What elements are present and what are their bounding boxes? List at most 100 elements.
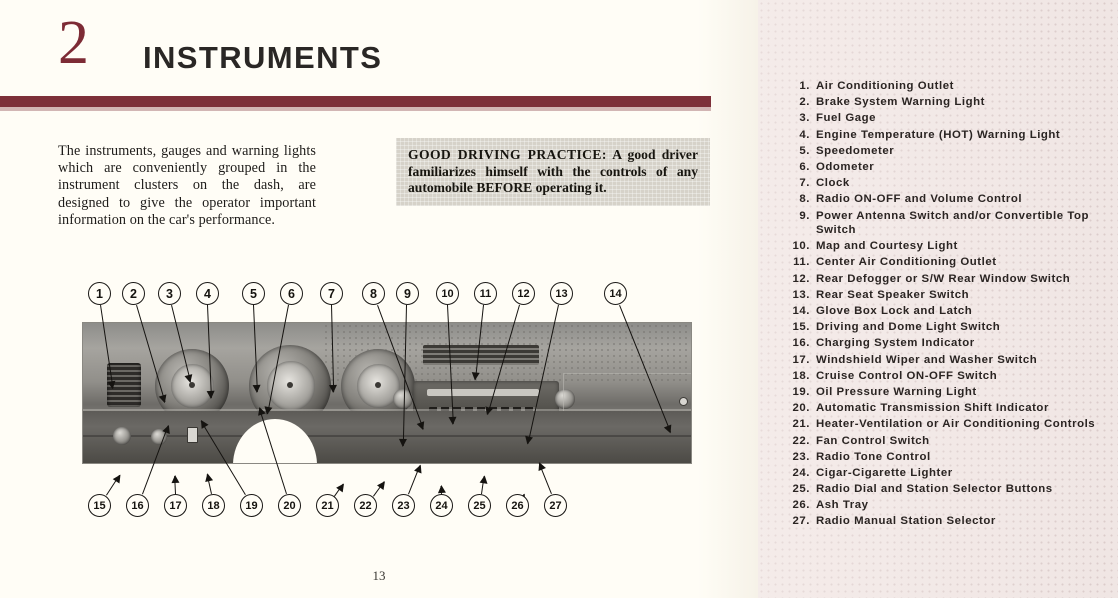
legend-list: 1. Air Conditioning Outlet 2. Brake System …	[788, 79, 1110, 531]
legend-item: 4.Engine Temperature (HOT) Warning Light	[788, 128, 1110, 143]
callout-marker-11: 11	[474, 282, 497, 305]
page-title: INSTRUMENTS	[143, 40, 383, 75]
callout-leader-line	[174, 475, 177, 494]
legend-item-label: Air Conditioning Outlet	[816, 80, 954, 92]
dash-pad-shadow	[83, 435, 691, 437]
paper-texture-overlay	[758, 0, 1118, 598]
legend-item: 19. Oil Pressure Warning Light	[788, 385, 1110, 400]
legend-item: 25. Radio Dial and Station Selector Butto…	[788, 482, 1110, 497]
legend-item-index: 15.	[792, 321, 810, 334]
callout-leader-line	[618, 304, 672, 433]
lower-dash-pad	[83, 411, 691, 463]
legend-item: 23.Radio Tone Control	[788, 450, 1110, 465]
legend-item-index: 6.	[799, 160, 810, 173]
legend-item-label: Speedometer	[816, 144, 895, 157]
callout-marker-16: 16	[126, 494, 149, 517]
legend-item: 12.Rear Defogger or S/W Rear Window Swit…	[788, 272, 1110, 287]
callout-marker-10: 10	[436, 282, 459, 305]
legend-item-index: 18.	[792, 369, 810, 382]
dash-pad-highlight	[83, 409, 691, 411]
callout-leader-line	[446, 305, 454, 425]
callout-marker-7: 7	[320, 282, 343, 305]
callout-leader-line	[440, 485, 443, 494]
legend-item-index: 27.	[792, 515, 810, 528]
center-air-conditioning-outlet	[423, 345, 539, 365]
callout-leader-line	[372, 481, 384, 497]
legend-item-label: Odometer	[816, 160, 875, 173]
legend-item-label: Map and Courtesy Light	[816, 240, 958, 253]
driving-and-dome-light-switch	[113, 427, 131, 445]
legend-item-index: 2.	[799, 96, 810, 109]
legend-item-label: Radio Manual Station Selector	[816, 515, 996, 528]
header-rule-divider	[0, 96, 711, 111]
legend-item: 14.Glove Box Lock and Latch	[788, 304, 1110, 319]
practice-box-lead: GOOD DRIVING PRACTICE:	[408, 147, 607, 162]
callout-marker-4: 4	[196, 282, 219, 305]
legend-item: 1. Air Conditioning Outlet	[788, 79, 1110, 94]
page-number: 13	[372, 568, 386, 583]
legend-item-index: 25.	[792, 483, 810, 496]
glove-box-lock-and-latch	[679, 397, 688, 406]
legend-item-index: 22.	[792, 434, 810, 447]
callout-marker-2: 2	[122, 282, 145, 305]
callout-leader-line	[99, 305, 114, 389]
legend-item-label: Brake System Warning Light	[816, 96, 985, 109]
legend-item: 5.Speedometer	[788, 144, 1110, 159]
legend-item-label: Ash Tray	[816, 499, 869, 512]
legend-item-index: 11.	[793, 256, 810, 269]
callout-leader-line	[330, 305, 334, 393]
legend-item-index: 20.	[792, 402, 810, 415]
legend-item-index: 13.	[792, 288, 810, 301]
callout-leader-line	[135, 305, 166, 403]
dashboard-photo	[82, 322, 692, 464]
callout-leader-line	[106, 475, 121, 497]
callout-marker-26: 26	[506, 494, 529, 517]
legend-item-label: Radio Tone Control	[816, 450, 931, 463]
callout-marker-8: 8	[362, 282, 385, 305]
rear-seat-speaker-knob	[555, 389, 575, 409]
legend-item-index: 14.	[792, 305, 810, 318]
legend-item-label: Engine Temperature (HOT) Warning Light	[816, 128, 1061, 141]
legend-item: 8.Radio ON-OFF and Volume Control	[788, 192, 1110, 207]
callout-marker-22: 22	[354, 494, 377, 517]
legend-item-label: Power Antenna Switch and/or Convertible …	[816, 209, 1089, 237]
left-page: 2 INSTRUMENTS The instruments, gauges an…	[0, 0, 758, 598]
clock-hub	[375, 382, 382, 389]
legend-item: 3.Fuel Gage	[788, 111, 1110, 126]
callout-marker-24: 24	[430, 494, 453, 517]
legend-item: 2. Brake System Warning Light	[788, 95, 1110, 110]
callout-leader-line	[376, 304, 424, 429]
callout-marker-9: 9	[396, 282, 419, 305]
legend-item: 6. Odometer	[788, 160, 1110, 175]
callout-marker-13: 13	[550, 282, 573, 305]
legend-item: 7.Clock	[788, 176, 1110, 191]
legend-item: 18. Cruise Control ON-OFF Switch	[788, 369, 1110, 384]
legend-item-label: Radio Dial and Station Selector Buttons	[816, 483, 1053, 496]
callout-leader-line	[206, 473, 213, 494]
callout-leader-line	[402, 305, 408, 446]
callout-leader-line	[206, 305, 212, 399]
legend-item-index: 1.	[799, 80, 810, 92]
callout-leader-line	[527, 304, 559, 445]
legend-item-label: Rear Defogger or S/W Rear Window Switch	[816, 272, 1071, 285]
legend-item-label: Cruise Control ON-OFF Switch	[816, 369, 998, 382]
callout-leader-line	[267, 305, 290, 415]
callout-leader-line	[171, 305, 192, 383]
callout-marker-1: 1	[88, 282, 111, 305]
legend-item-index: 19.	[792, 385, 810, 398]
legend-item: 10.Map and Courtesy Light	[788, 239, 1110, 254]
practice-box-text: A good driver familiarizes himself with …	[408, 147, 698, 196]
radio-dial	[427, 389, 539, 396]
legend-item-label: Cigar-Cigarette Lighter	[816, 466, 953, 479]
legend-item-label: Oil Pressure Warning Light	[816, 385, 977, 398]
legend-item-index: 17.	[792, 353, 810, 366]
callout-leader-line	[474, 305, 485, 380]
legend-item-label: Rear Seat Speaker Switch	[816, 288, 970, 301]
callout-marker-23: 23	[392, 494, 415, 517]
callout-marker-15: 15	[88, 494, 111, 517]
callout-leader-line	[334, 483, 344, 497]
legend-item: 22.Fan Control Switch	[788, 434, 1110, 449]
